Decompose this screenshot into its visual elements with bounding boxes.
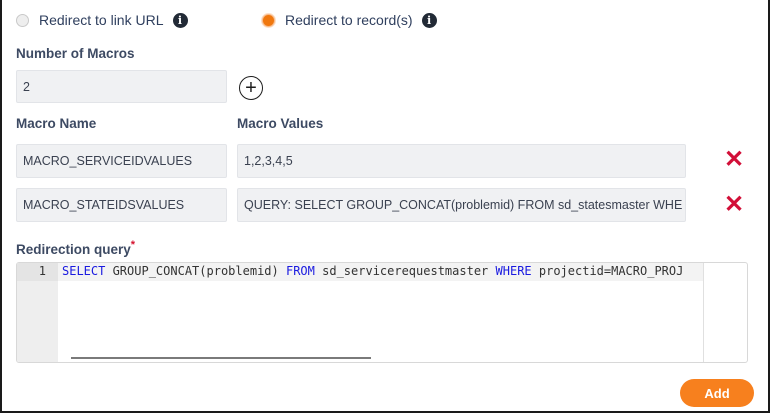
radio-redirect-link-url[interactable]: Redirect to link URL i	[16, 10, 188, 30]
active-line-highlight	[17, 263, 703, 281]
sql-text: sd_servicerequestmaster	[314, 264, 496, 278]
delete-macro-icon[interactable]: ✕	[724, 146, 745, 173]
macro-value-input[interactable]: QUERY: SELECT GROUP_CONCAT(problemid) FR…	[237, 188, 686, 222]
sql-keyword: FROM	[285, 264, 315, 278]
required-marker: *	[130, 239, 136, 251]
horizontal-scrollbar[interactable]	[71, 357, 371, 359]
redirection-query-label-text: Redirection query	[16, 242, 131, 257]
info-icon[interactable]: i	[421, 12, 437, 28]
delete-macro-icon[interactable]: ✕	[724, 191, 745, 218]
plus-icon: +	[245, 77, 257, 99]
radio-button-checked-icon[interactable]	[262, 13, 275, 27]
number-of-macros-label: Number of Macros	[16, 46, 135, 61]
sql-keyword: SELECT	[62, 264, 106, 278]
radio-label: Redirect to link URL	[39, 12, 164, 28]
macro-values-header: Macro Values	[237, 116, 324, 131]
add-macro-button[interactable]: +	[239, 76, 263, 100]
macro-name-header: Macro Name	[16, 116, 97, 131]
sql-text: projectid=MACRO_PROJ	[531, 264, 684, 278]
radio-redirect-records[interactable]: Redirect to record(s) i	[262, 10, 437, 30]
line-number: 1	[38, 264, 46, 278]
macro-name-input[interactable]: MACRO_STATEIDSVALUES	[16, 188, 227, 222]
query-code-editor[interactable]: 1 SELECT GROUP_CONCAT(problemid) FROM sd…	[16, 262, 748, 363]
info-icon[interactable]: i	[172, 12, 188, 28]
macro-name-input[interactable]: MACRO_SERVICEIDVALUES	[16, 144, 227, 178]
radio-label: Redirect to record(s)	[285, 12, 413, 28]
number-of-macros-input[interactable]: 2	[16, 70, 227, 103]
add-button[interactable]: Add	[680, 379, 754, 407]
radio-button-unchecked-icon[interactable]	[16, 13, 29, 27]
sql-text: GROUP_CONCAT(problemid)	[105, 264, 286, 278]
query-code-line[interactable]: SELECT GROUP_CONCAT(problemid) FROM sd_s…	[62, 264, 683, 278]
sql-keyword: WHERE	[495, 264, 532, 278]
vertical-scrollbar[interactable]	[703, 263, 704, 362]
active-gutter-highlight	[17, 263, 58, 281]
macro-value-input[interactable]: 1,2,3,4,5	[237, 144, 686, 178]
redirection-query-label: Redirection query*	[16, 239, 136, 257]
